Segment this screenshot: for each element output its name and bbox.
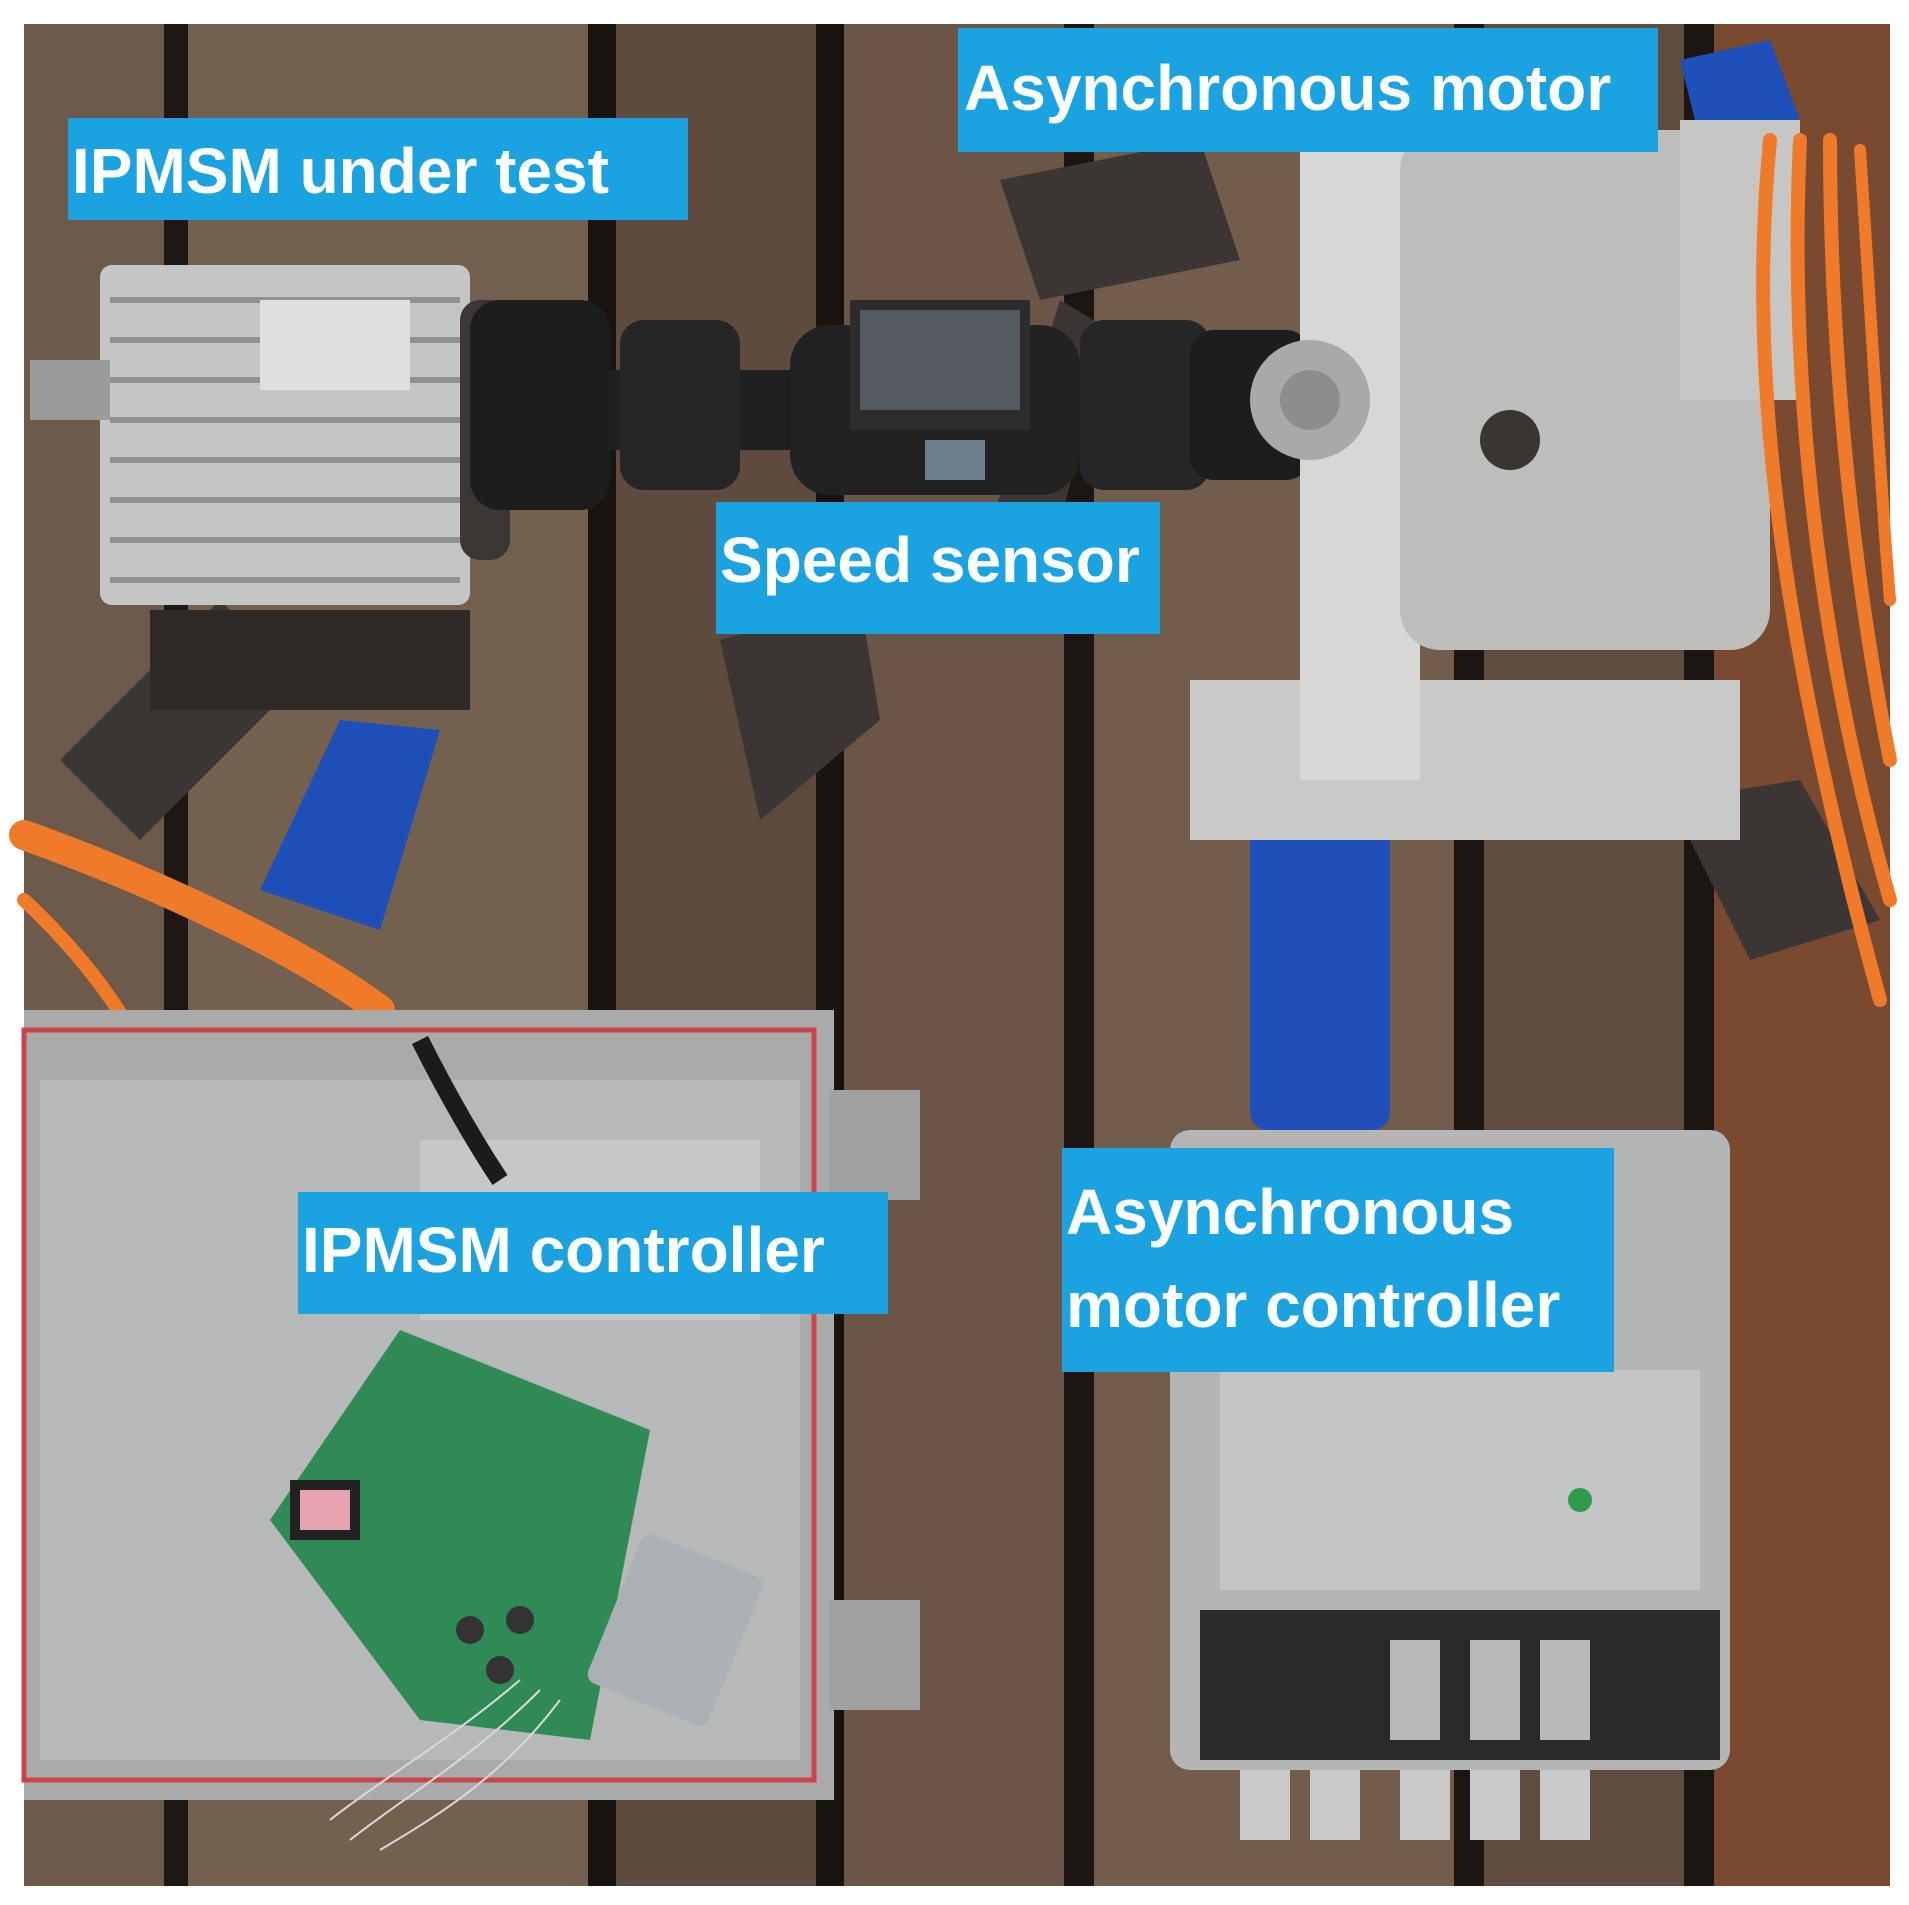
label-async-controller-line1: Asynchronous xyxy=(1066,1176,1515,1248)
label-asynchronous-motor-text: Asynchronous motor xyxy=(964,52,1612,124)
label-ipmsm-under-test-text: IPMSM under test xyxy=(72,135,609,207)
label-ipmsm-controller: IPMSM controller xyxy=(298,1192,888,1314)
blue-clamps xyxy=(260,40,1800,1130)
asynchronous-motor-device xyxy=(1190,120,1800,840)
speed-sensor-device xyxy=(790,300,1080,495)
label-async-motor-controller: Asynchronous motor controller xyxy=(1062,1148,1614,1372)
label-async-controller-line2: motor controller xyxy=(1066,1268,1561,1341)
label-ipmsm-under-test: IPMSM under test xyxy=(68,118,688,220)
label-speed-sensor-text: Speed sensor xyxy=(720,524,1140,596)
pcb-board xyxy=(270,1330,763,1851)
label-ipmsm-controller-text: IPMSM controller xyxy=(302,1214,825,1286)
label-speed-sensor: Speed sensor xyxy=(716,502,1160,634)
label-asynchronous-motor: Asynchronous motor xyxy=(958,28,1658,152)
